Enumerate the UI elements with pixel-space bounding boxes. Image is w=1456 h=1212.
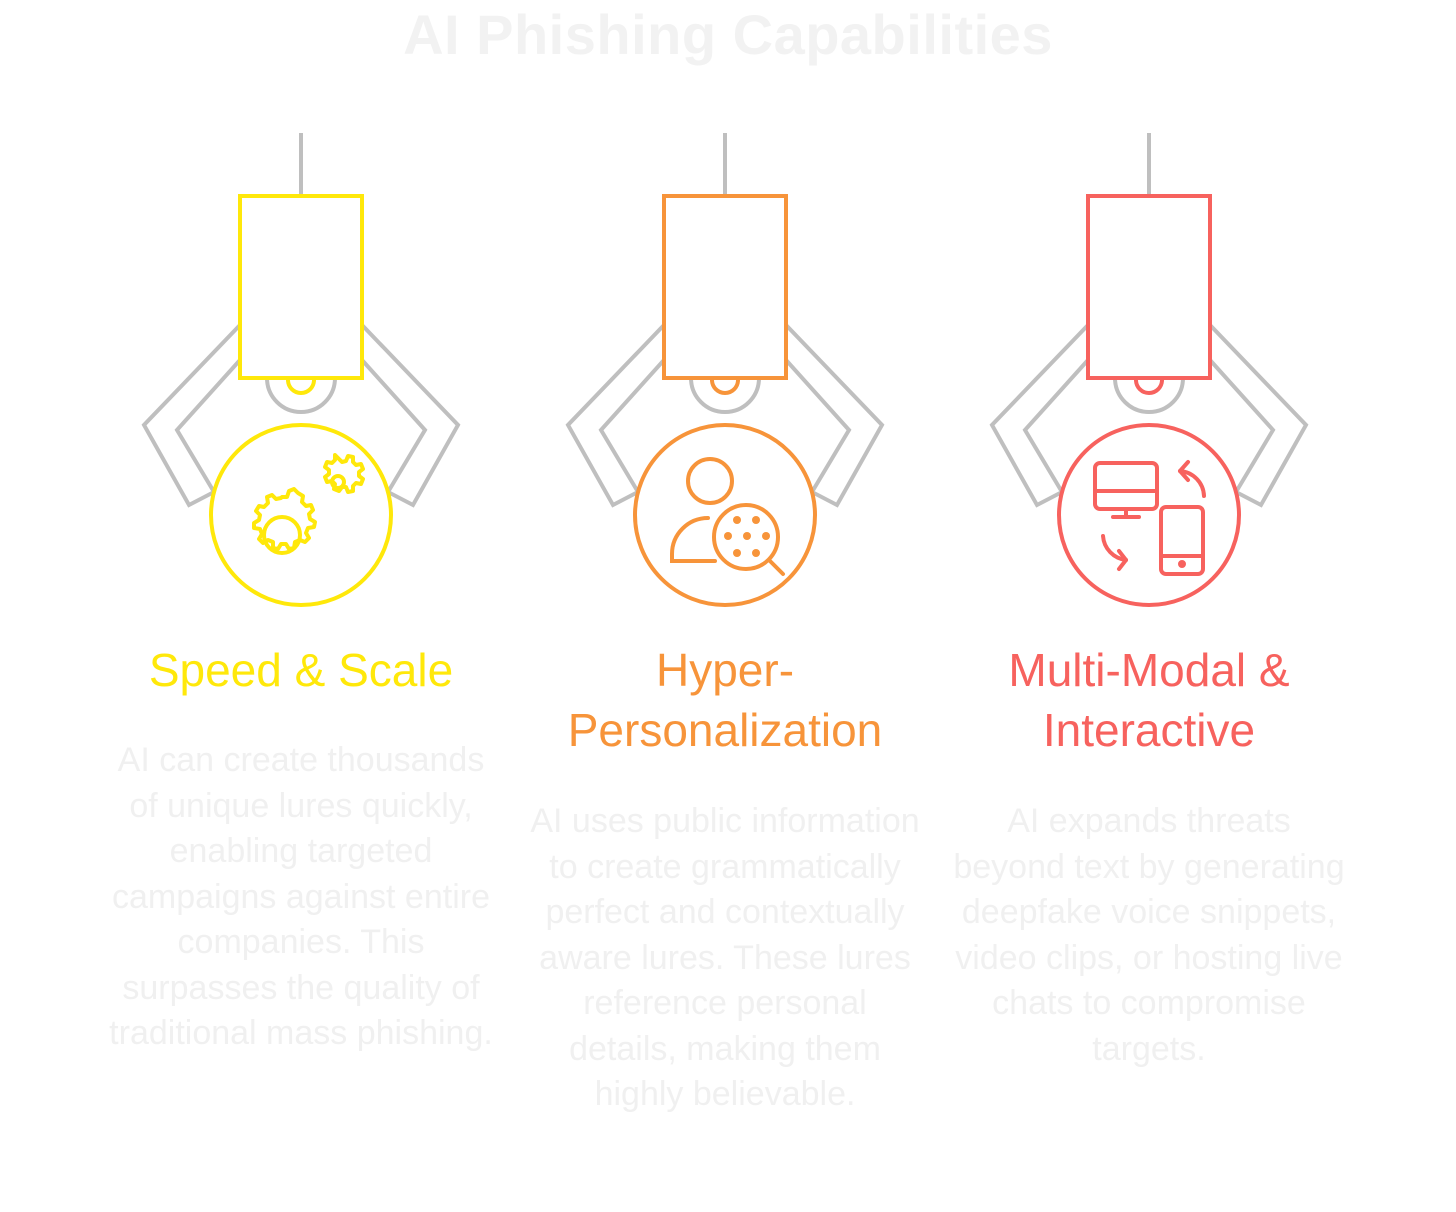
- capability-heading: Speed & Scale: [148, 644, 454, 696]
- gears-icon: [252, 453, 365, 555]
- capability-description: AI expands threats beyond text by genera…: [953, 802, 1345, 1068]
- capability-heading: Multi-Modal & Interactive: [937, 640, 1361, 760]
- claw-graphic: [565, 133, 885, 607]
- claw-graphic: [141, 133, 461, 607]
- heading-line-2: Interactive: [1042, 704, 1256, 756]
- heading-line-1: Hyper-: [655, 644, 795, 696]
- capability-description: AI uses public information to create gra…: [530, 802, 920, 1113]
- capability-heading: Hyper- Personalization: [513, 640, 937, 760]
- claw-graphic: [989, 133, 1309, 607]
- capability-speed-scale: Speed & Scale AI can create thousands of…: [89, 0, 513, 1212]
- capability-hyper-personalization: Hyper- Personalization AI uses public in…: [513, 0, 937, 1212]
- user-search-icon: [670, 457, 785, 576]
- capability-description: AI can create thousands of unique lures …: [109, 741, 493, 1052]
- capability-multi-modal: Multi-Modal & Interactive AI expands thr…: [937, 0, 1361, 1212]
- heading-line-2: Personalization: [567, 704, 883, 756]
- heading-line-1: Multi-Modal &: [1008, 644, 1290, 696]
- device-sync-icon: [1093, 460, 1206, 576]
- page-title: AI Phishing Capabilities: [403, 3, 1053, 66]
